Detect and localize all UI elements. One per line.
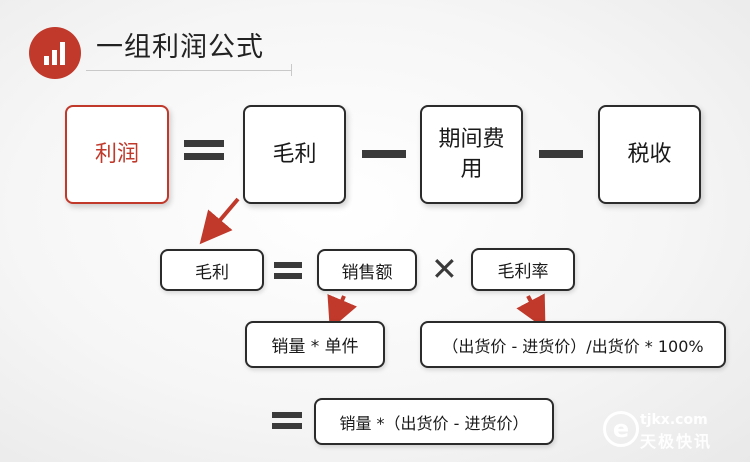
minus-operator: [539, 150, 583, 158]
equals-operator: [274, 262, 302, 284]
arrow-icon: [199, 197, 240, 245]
tax-label: 税收: [627, 141, 672, 167]
arrow-icon: [327, 294, 357, 330]
gross-profit-box: 毛利: [243, 105, 346, 204]
result-box: 销量 *（出货价 - 进货价）: [314, 398, 554, 445]
chart-logo-icon: [29, 27, 81, 79]
gross-margin-box: 毛利率: [471, 248, 575, 291]
period-expense-label: 期间费用: [438, 126, 505, 182]
watermark-name: 天极快讯: [640, 432, 713, 451]
gross-profit-label: 毛利: [272, 141, 317, 167]
result-label: 销量 *（出货价 - 进货价）: [339, 413, 529, 433]
profit-box: 利润: [65, 105, 169, 204]
minus-operator: [362, 150, 406, 158]
watermark-url: tjkx.com: [640, 412, 708, 428]
equals-operator: [184, 140, 224, 166]
sales-amount-label: 销售额: [341, 262, 393, 283]
sales-detail-label: 销量 * 单件: [271, 337, 359, 357]
period-expense-box: 期间费用: [420, 105, 523, 204]
profit-label: 利润: [94, 141, 139, 167]
gross-margin-label: 毛利率: [497, 262, 549, 282]
arrow-icon: [516, 293, 546, 330]
tax-box: 税收: [598, 105, 701, 204]
sales-amount-box: 销售额: [317, 249, 417, 291]
multiply-icon: ✕: [431, 250, 458, 288]
sales-detail-box: 销量 * 单件: [245, 321, 385, 368]
margin-detail-box: （出货价 - 进货价）/出货价 * 100%: [420, 321, 726, 368]
page-title: 一组利润公式: [96, 32, 264, 63]
watermark-logo-icon: e: [603, 411, 639, 447]
gross-profit-label: 毛利: [195, 262, 229, 283]
title-underline-tick: [291, 64, 292, 76]
margin-detail-label: （出货价 - 进货价）/出货价 * 100%: [442, 336, 704, 356]
equals-operator: [272, 412, 302, 434]
gross-profit-box-small: 毛利: [160, 249, 264, 291]
title-underline: [86, 70, 292, 71]
